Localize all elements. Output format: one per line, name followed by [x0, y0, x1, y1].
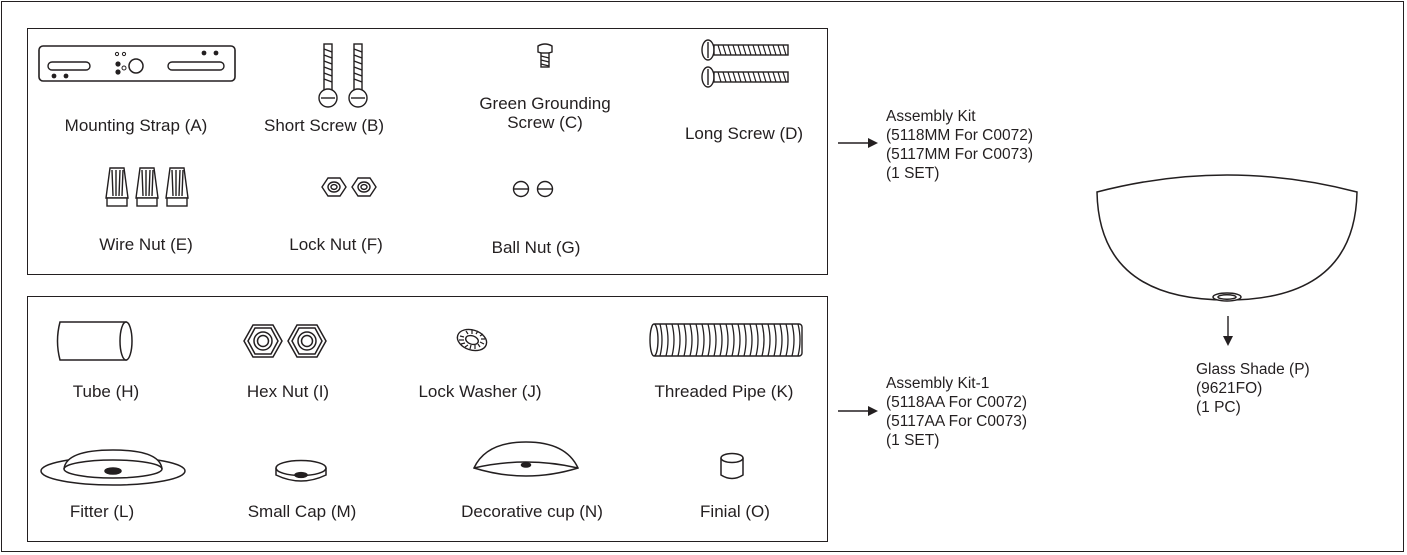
ball-nut-label: Ball Nut (G) — [491, 238, 581, 257]
threaded-pipe-label: Threaded Pipe (K) — [654, 382, 794, 401]
assembly-kit-code-c0073: (5117MM For C0073) — [886, 146, 1034, 163]
lock-washer-label: Lock Washer (J) — [418, 382, 542, 401]
mounting-strap-label: Mounting Strap (A) — [64, 116, 208, 135]
ball-nut-icon — [512, 180, 554, 198]
hex-nut-icon — [243, 324, 327, 358]
threaded-pipe-icon — [649, 323, 803, 357]
assembly-kit-callout: Assembly Kit (5118MM For C0072) (5117MM … — [886, 107, 1033, 183]
decorative-cup-label: Decorative cup (N) — [461, 502, 603, 521]
assembly-kit-1-quantity: (1 SET) — [886, 432, 940, 449]
grounding-screw-icon — [537, 43, 553, 68]
grounding-screw-label-line1: Green Grounding — [479, 94, 611, 113]
hex-nut-label: Hex Nut (I) — [246, 382, 330, 401]
short-screw-label: Short Screw (B) — [264, 116, 384, 135]
arrow-down-icon — [1223, 316, 1233, 346]
fitter-label: Fitter (L) — [69, 502, 135, 521]
small-cap-label: Small Cap (M) — [247, 502, 357, 521]
lock-nut-icon — [321, 177, 377, 197]
glass-shade-code: (9621FO) — [1196, 380, 1263, 397]
grounding-screw-label-line2: Screw (C) — [507, 113, 583, 132]
long-screw-label: Long Screw (D) — [684, 124, 804, 143]
wire-nut-icon — [105, 167, 189, 207]
arrow-right-icon — [838, 138, 878, 148]
wire-nut-label: Wire Nut (E) — [99, 235, 193, 254]
assembly-kit-quantity: (1 SET) — [886, 165, 940, 182]
fitter-icon — [40, 449, 186, 486]
small-cap-icon — [275, 459, 327, 482]
assembly-kit-1-name: Assembly Kit-1 — [886, 375, 990, 392]
mounting-strap-icon — [38, 45, 236, 82]
glass-shade-quantity: (1 PC) — [1196, 399, 1241, 416]
assembly-kit-1-code-c0072: (5118AA For C0072) — [886, 394, 1028, 411]
assembly-kit-1-code-c0073: (5117AA For C0073) — [886, 413, 1028, 430]
decorative-cup-icon — [472, 441, 580, 477]
arrow-right-icon — [838, 406, 878, 416]
assembly-kit-1-callout: Assembly Kit-1 (5118AA For C0072) (5117A… — [886, 374, 1027, 450]
glass-shade-icon — [1096, 174, 1358, 302]
glass-shade-callout: Glass Shade (P) (9621FO) (1 PC) — [1196, 360, 1310, 417]
finial-icon — [720, 452, 744, 480]
lock-nut-label: Lock Nut (F) — [289, 235, 383, 254]
glass-shade-name: Glass Shade (P) — [1196, 361, 1310, 378]
tube-icon — [56, 321, 133, 361]
assembly-kit-name: Assembly Kit — [886, 108, 976, 125]
lock-washer-icon — [456, 328, 488, 352]
long-screw-icon — [701, 39, 789, 88]
tube-label: Tube (H) — [72, 382, 140, 401]
assembly-kit-code-c0072: (5118MM For C0072) — [886, 127, 1034, 144]
finial-label: Finial (O) — [700, 502, 770, 521]
short-screw-icon — [318, 43, 368, 108]
